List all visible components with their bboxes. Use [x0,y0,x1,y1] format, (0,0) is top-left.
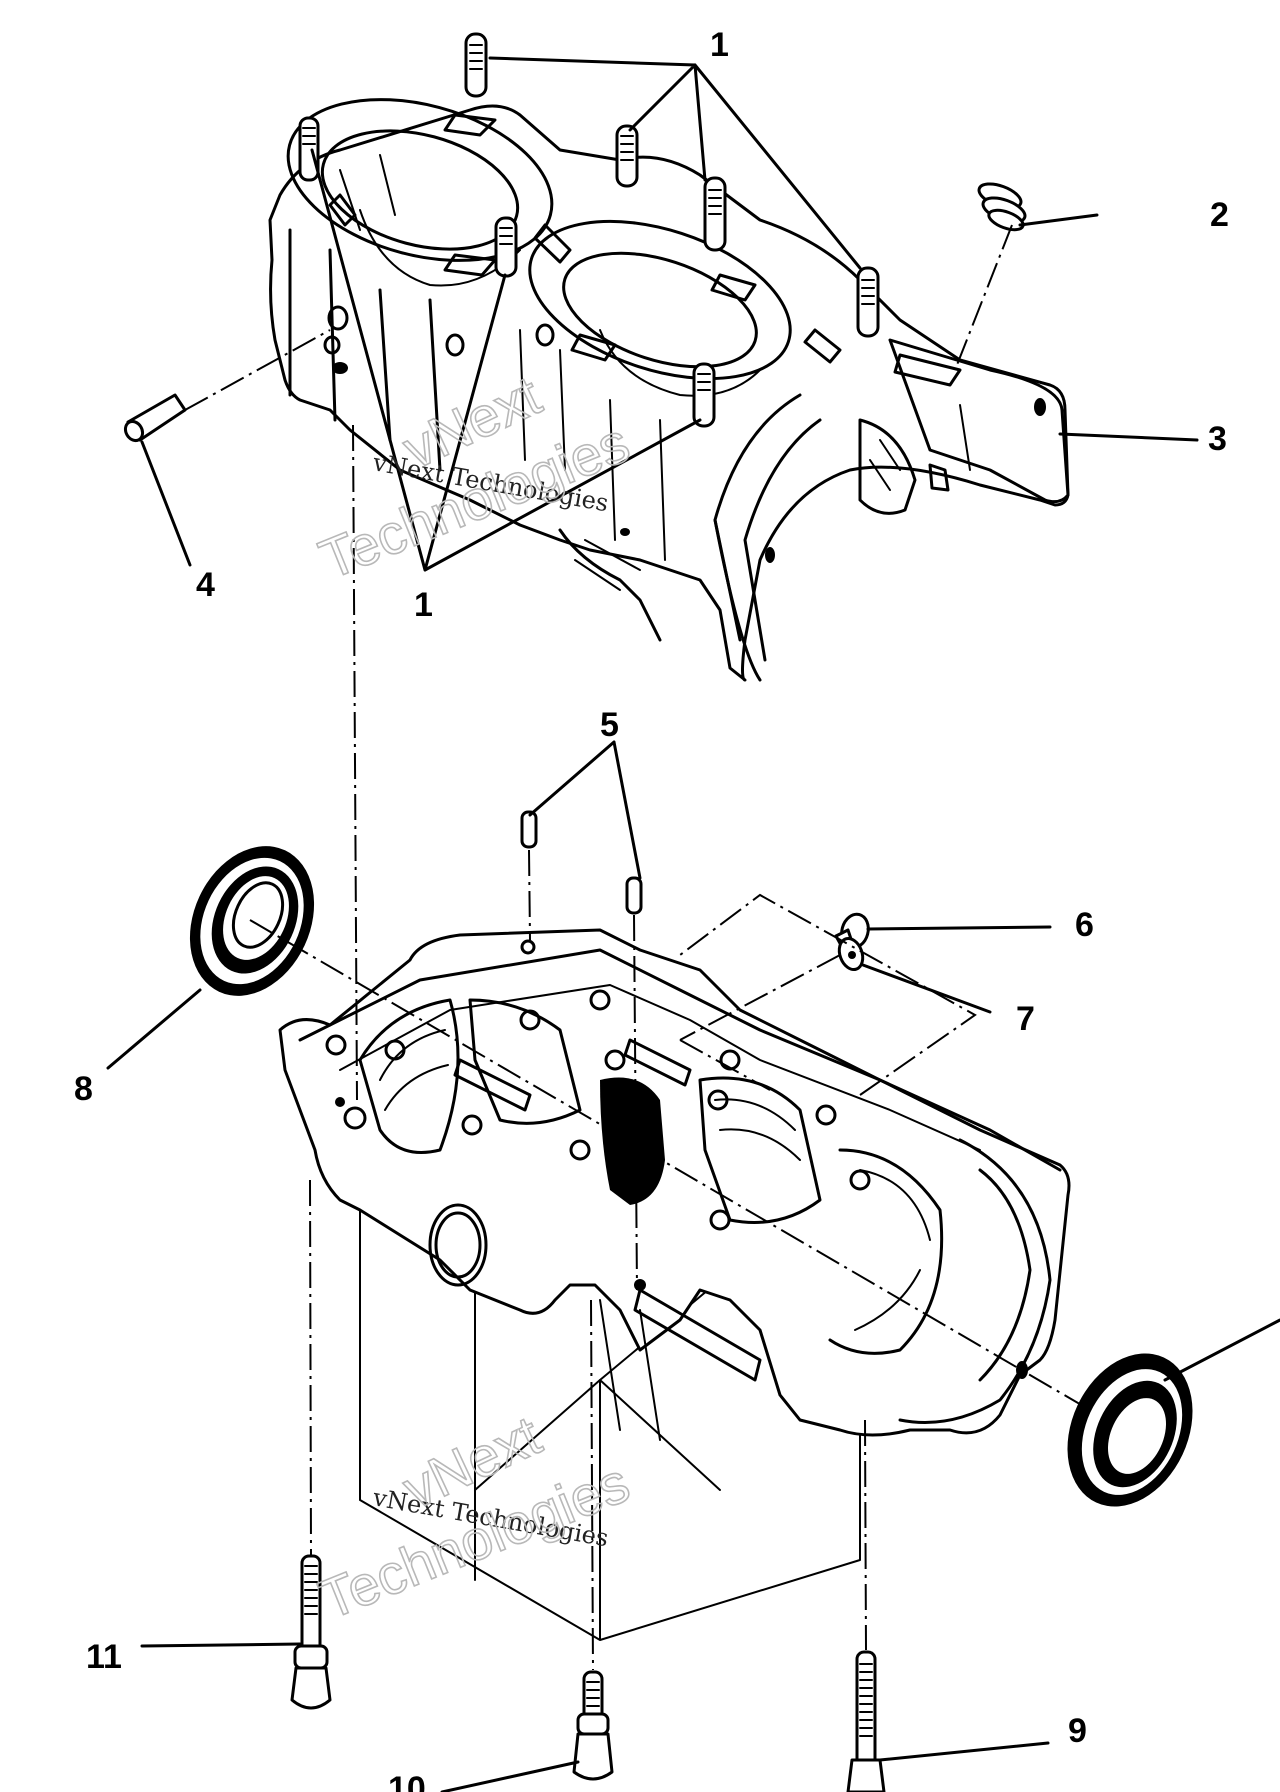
assembly-center-lines [184,224,1091,1671]
dowel-part-4 [123,393,187,443]
upper-crankcase [268,98,1070,682]
callout-3: 3 [1208,420,1227,458]
stud [615,124,639,188]
callout-10: 10 [388,1770,426,1792]
stud [298,116,320,182]
callout-4: 4 [196,566,215,604]
plug-part-2 [977,182,1027,232]
stud [703,176,727,252]
dowels-part-5 [520,810,643,915]
oil-seal-right [1067,1353,1193,1507]
stud [464,32,488,98]
callout-1: 1 [710,26,729,64]
stud [856,266,880,338]
bolt-part-10 [572,1670,614,1781]
bolt-part-9 [846,1650,886,1792]
stud [692,362,716,428]
callout-6: 6 [1075,906,1094,944]
leader-lines [106,56,1280,1792]
washer-part-7 [837,937,865,971]
callout-5: 5 [600,706,619,744]
bolt-part-11 [290,1554,332,1710]
callout-7: 7 [1016,1000,1035,1038]
studs-part-1 [298,32,880,428]
callout-9: 9 [1068,1712,1087,1750]
oil-seal-part-8 [189,846,315,996]
lower-crankcase [278,928,1071,1641]
callout-2: 2 [1210,196,1229,234]
callout-8: 8 [74,1070,93,1108]
callout-labels: 1 2 3 4 1 5 6 7 8 9 10 11 [74,26,1229,1792]
callout-11: 11 [86,1638,122,1676]
stud [494,216,518,278]
callout-1-lower: 1 [414,586,433,624]
